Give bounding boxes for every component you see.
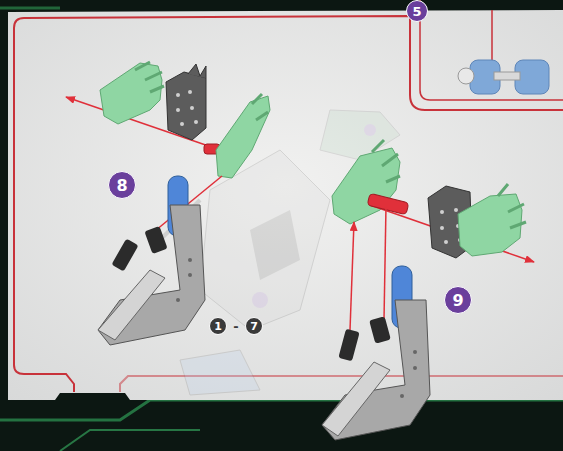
step-number: 8: [108, 171, 136, 199]
range-dash: -: [228, 317, 244, 335]
step-range-number: 1: [209, 317, 227, 335]
step-number: 9: [444, 286, 472, 314]
step-number: 5: [406, 0, 428, 22]
step-range-number: 7: [245, 317, 263, 335]
